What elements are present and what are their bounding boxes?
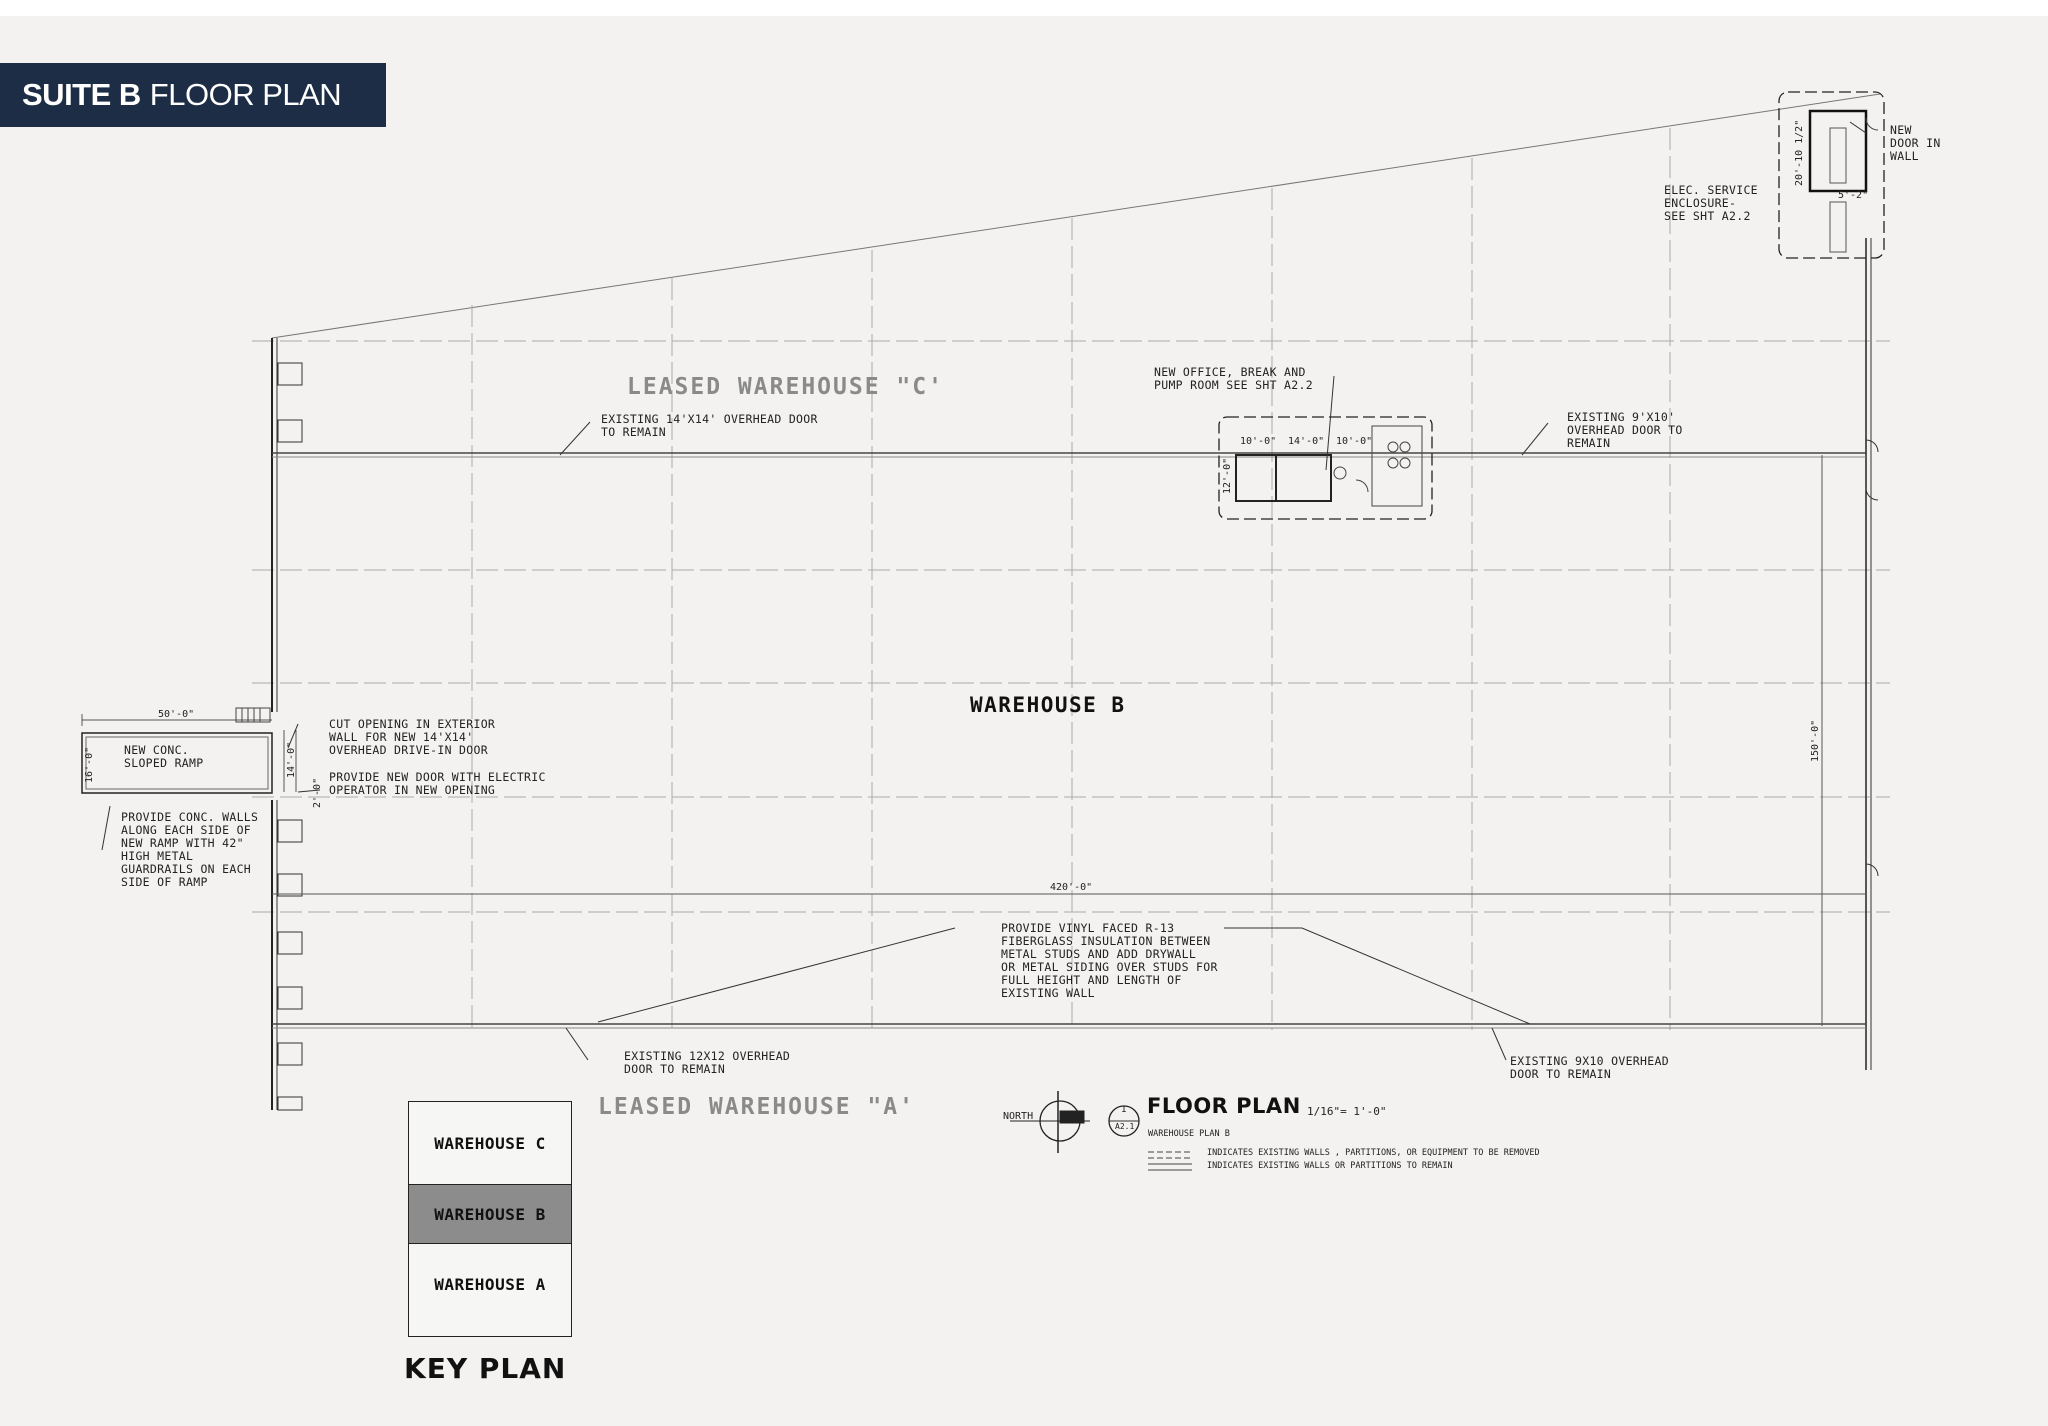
note-overhead-12x12: EXISTING 12x12 OVERHEAD DOOR TO REMAIN	[624, 1049, 791, 1076]
ramp	[81, 732, 273, 794]
note-elec-service: ELEC. SERVICE ENCLOSURE- SEE SHT A2.2	[1664, 183, 1758, 223]
dim-elec-width: 5'-2"	[1838, 190, 1869, 201]
elec-enclosure-wall	[1808, 109, 1868, 193]
office-walls	[1235, 454, 1332, 502]
dim-door-side: 2'-0"	[312, 777, 323, 808]
office-boundary	[1218, 416, 1433, 520]
elec-enclosure-boundary	[1778, 91, 1885, 259]
north-arrow-symbol	[1010, 1091, 1090, 1153]
restroom-fixtures	[1333, 425, 1423, 507]
grid-lines	[252, 128, 1890, 1030]
note-overhead-9x10-bottom: EXISTING 9x10 OVERHEAD DOOR TO REMAIN	[1510, 1054, 1669, 1081]
dim-door-width: 14'-0"	[286, 741, 297, 778]
floor-plan-subtitle: WAREHOUSE PLAN B	[1148, 1129, 1230, 1139]
note-conc-walls: PROVIDE CONC. WALLS ALONG EACH SIDE OF N…	[121, 810, 259, 889]
dim-ramp-width: 16'-0"	[84, 746, 95, 783]
dim-building-depth: 150'-0"	[1810, 719, 1821, 762]
dim-office-d: 12'-0"	[1222, 457, 1233, 494]
page-title-bold: SUITE B	[22, 77, 141, 112]
dim-ramp-length: 50'-0"	[158, 709, 195, 720]
dim-office-b: 14'-0"	[1288, 436, 1325, 447]
page-title-banner: SUITE B FLOOR PLAN	[0, 63, 386, 127]
leased-warehouse-c-label: LEASED WAREHOUSE "C'	[627, 374, 944, 400]
note-overhead-door-14: EXISTING 14'x14' OVERHEAD DOOR TO REMAIN	[601, 412, 818, 439]
note-new-office: NEW OFFICE, BREAK AND PUMP ROOM SEE SHT …	[1154, 365, 1313, 392]
key-plan-title: KEY PLAN	[404, 1352, 567, 1385]
page-title-light: FLOOR PLAN	[149, 77, 342, 112]
key-plan-warehouse-b: WAREHOUSE B	[409, 1184, 571, 1244]
note-cut-opening: CUT OPENING IN EXTERIOR WALL FOR NEW 14'…	[329, 717, 496, 757]
note-provide-new-door: PROVIDE NEW DOOR WITH ELECTRIC OPERATOR …	[329, 770, 546, 797]
dim-building-length: 420'-0"	[1050, 882, 1093, 893]
stairs	[235, 707, 271, 723]
sheet-number: 1	[1121, 1105, 1127, 1115]
key-plan-warehouse-c: WAREHOUSE C	[434, 1133, 546, 1153]
roof-slope-line	[271, 93, 1881, 339]
leader-lines	[101, 121, 1867, 1061]
note-new-door-in-wall: NEW DOOR IN WALL	[1890, 123, 1941, 163]
dock-doors	[277, 362, 303, 1111]
legend-item-remain: INDICATES EXISTING WALLS OR PARTITIONS T…	[1207, 1161, 1453, 1171]
legend-item-removed: INDICATES EXISTING WALLS , PARTITIONS, O…	[1207, 1148, 1540, 1158]
note-overhead-door-9x10-top: EXISTING 9'x10' OVERHEAD DOOR TO REMAIN	[1567, 410, 1683, 450]
dim-office-a: 10'-0"	[1240, 436, 1277, 447]
note-insulation: PROVIDE VINYL FACED R-13 FIBERGLASS INSU…	[1001, 921, 1218, 1000]
north-label: NORTH	[1003, 1111, 1034, 1122]
key-plan: WAREHOUSE C WAREHOUSE B WAREHOUSE A	[408, 1101, 572, 1337]
warehouse-b-label: WAREHOUSE B	[970, 693, 1126, 717]
dim-elec-depth: 20'-10 1/2"	[1794, 119, 1805, 186]
floor-plan-title: FLOOR PLAN	[1147, 1094, 1301, 1118]
note-new-ramp: NEW CONC. SLOPED RAMP	[124, 743, 204, 770]
key-plan-warehouse-a: WAREHOUSE A	[434, 1274, 546, 1294]
dim-office-c: 10'-0"	[1336, 436, 1373, 447]
top-band	[0, 0, 2048, 16]
floor-plan-scale: 1/16"= 1'-0"	[1307, 1105, 1387, 1118]
sheet-reference: A2.1	[1115, 1122, 1135, 1131]
leased-warehouse-a-label: LEASED WAREHOUSE "A'	[598, 1094, 915, 1120]
